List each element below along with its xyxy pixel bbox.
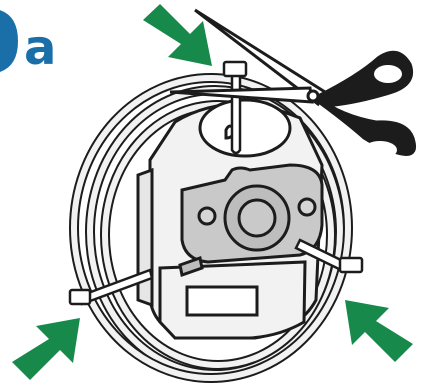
- pump-housing: [138, 100, 322, 338]
- arrow-up-right-icon: [12, 318, 80, 380]
- step-number-badge: [0, 0, 20, 82]
- step-letter: a: [24, 24, 56, 72]
- arrow-up-left-icon: [345, 300, 413, 362]
